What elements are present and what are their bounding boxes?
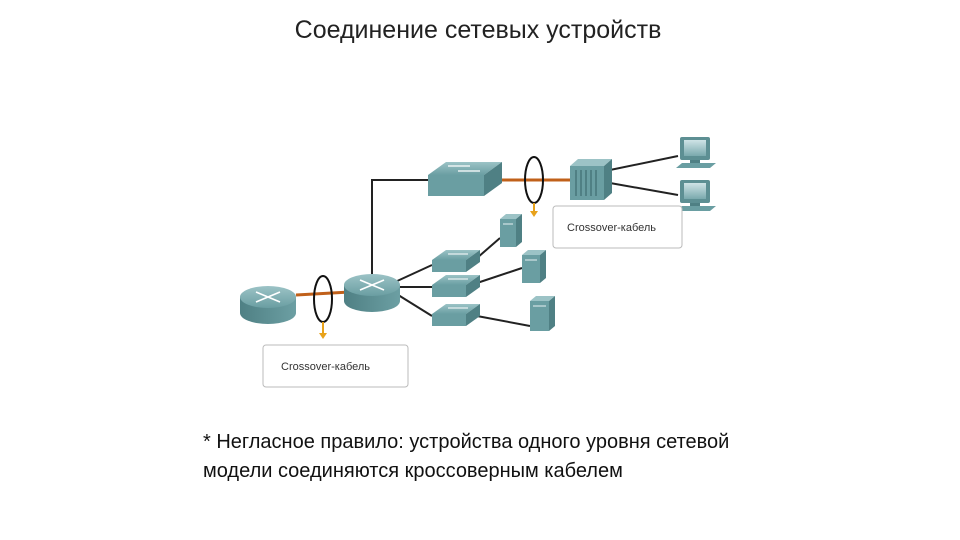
server-3	[530, 296, 555, 331]
router-center	[344, 274, 400, 312]
cable-hub-to-pc-1	[609, 155, 679, 171]
cable-router2-to-switch-c	[394, 292, 433, 317]
switch-a	[432, 250, 480, 272]
callout-top-label: Crossover-кабель	[567, 222, 656, 234]
footnote: * Негласное правило: устройства одного у…	[203, 428, 823, 486]
crossover-cables	[295, 178, 570, 297]
switch-c	[432, 304, 480, 326]
cable-switch-a-to-server-1	[476, 237, 501, 259]
crossover-marker-top	[524, 156, 544, 217]
hub-chassis	[570, 159, 612, 200]
callout-top: Crossover-кабель	[552, 205, 683, 249]
cable-hub-to-pc-2	[609, 182, 679, 196]
footnote-line-1: * Негласное правило: устройства одного у…	[203, 431, 730, 453]
arrow-head-bottom	[319, 333, 327, 339]
server-2	[522, 250, 546, 283]
router-left	[240, 286, 296, 324]
slide-title: Соединение сетевых устройств	[294, 16, 662, 44]
pc-1	[676, 137, 716, 168]
cable-router2-to-switch-a	[394, 264, 433, 283]
footnote-line-2: модели соединяются кроссоверным кабелем	[203, 460, 623, 482]
callout-bottom-label: Crossover-кабель	[281, 361, 370, 373]
cable-switch-c-to-server-3	[476, 315, 531, 327]
switch-b	[432, 275, 480, 297]
crossover-marker-bottom	[313, 275, 333, 339]
callout-bottom: Crossover-кабель	[262, 344, 409, 388]
cable-router2-to-top-switch	[371, 179, 430, 278]
cable-switch-b-to-server-2	[476, 267, 523, 284]
server-1	[500, 214, 522, 247]
crossover-cable-router-to-router	[295, 290, 351, 297]
loop-marker-bottom	[313, 275, 333, 323]
pc-2	[676, 180, 716, 211]
arrow-head-top	[530, 211, 538, 217]
straight-cables	[371, 155, 679, 327]
switch-top	[428, 162, 502, 196]
